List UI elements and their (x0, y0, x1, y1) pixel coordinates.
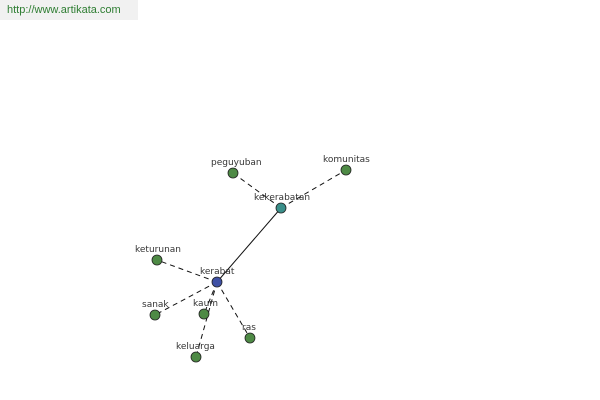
node-dot-komunitas[interactable] (340, 164, 352, 176)
node-label-ras: ras (242, 323, 256, 333)
node-peguyuban[interactable]: peguyuban (211, 158, 262, 179)
node-label-keluarga: keluarga (176, 342, 215, 352)
edge-kerabat-keturunan (156, 259, 218, 283)
node-kekerabatan[interactable]: kekerabatan (254, 193, 310, 214)
nodes-layer: kerabat kekerabatan peguyuban komunitas ketu… (135, 155, 370, 363)
node-sanak[interactable]: sanak (142, 300, 169, 321)
node-label-peguyuban: peguyuban (211, 158, 262, 168)
node-label-kaum: kaum (193, 299, 218, 309)
edges-layer (154, 169, 347, 358)
node-keluarga[interactable]: keluarga (176, 342, 215, 363)
watermark-url: http://www.artikata.com (0, 0, 138, 20)
node-dot-kekerabatan[interactable] (275, 202, 287, 214)
node-label-komunitas: komunitas (323, 155, 370, 165)
node-keturunan[interactable]: keturunan (135, 245, 181, 266)
node-dot-sanak[interactable] (149, 309, 161, 321)
node-kaum[interactable]: kaum (193, 299, 218, 320)
node-dot-keturunan[interactable] (151, 254, 163, 266)
edge-kerabat-keluarga (195, 281, 218, 358)
node-dot-keluarga[interactable] (190, 351, 202, 363)
node-label-kerabat: kerabat (200, 267, 235, 277)
node-kerabat[interactable]: kerabat (200, 267, 235, 288)
edge-kerabat-kaum (203, 281, 218, 315)
node-dot-ras[interactable] (244, 332, 256, 344)
node-dot-kaum[interactable] (198, 308, 210, 320)
node-label-sanak: sanak (142, 300, 169, 310)
edge-kekerabatan-komunitas (280, 169, 347, 209)
node-dot-peguyuban[interactable] (227, 167, 239, 179)
node-ras[interactable]: ras (242, 323, 256, 344)
edge-kekerabatan-peguyuban (232, 172, 282, 209)
node-label-kekerabatan: kekerabatan (254, 193, 310, 203)
edge-kerabat-ras (216, 281, 251, 339)
node-label-keturunan: keturunan (135, 245, 181, 255)
node-dot-kerabat[interactable] (211, 276, 223, 288)
node-komunitas[interactable]: komunitas (323, 155, 370, 176)
edge-kerabat-sanak (154, 281, 218, 316)
edge-kerabat-kekerabatan (216, 207, 282, 283)
